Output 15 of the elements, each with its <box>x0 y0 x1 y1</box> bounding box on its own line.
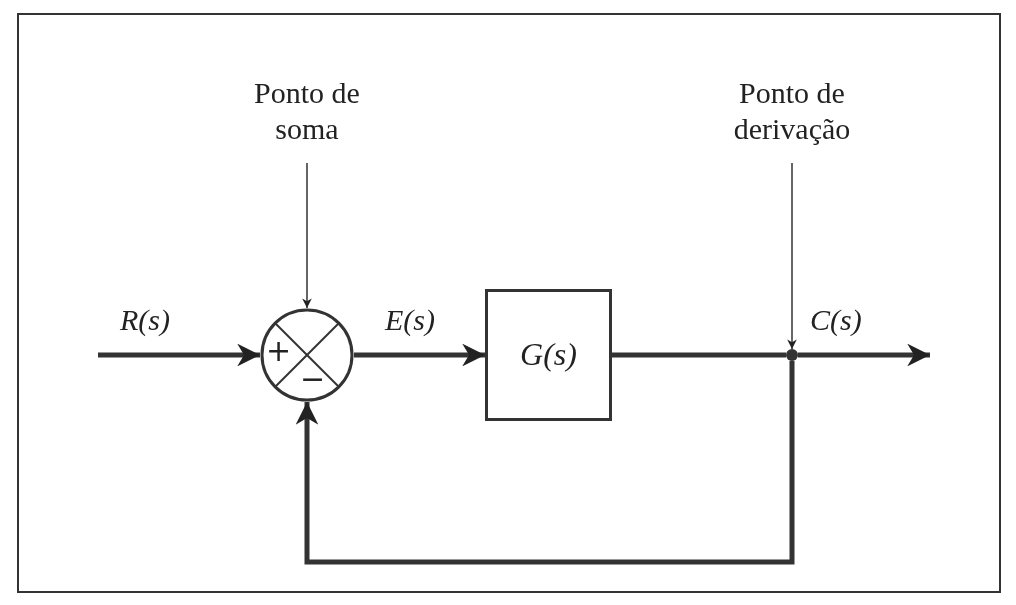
sign-symbol: + <box>266 336 292 366</box>
leader-line <box>787 162 797 350</box>
signal-line <box>612 352 786 358</box>
transfer-function-block <box>485 289 612 421</box>
callout-text: Ponto de derivação <box>687 75 897 155</box>
summing-junction <box>260 308 354 402</box>
callout-text: Ponto de soma <box>232 75 382 155</box>
sign-symbol: − <box>300 364 326 394</box>
signal-arrow <box>98 343 260 367</box>
leader-line <box>302 162 312 309</box>
branch-point <box>786 349 798 361</box>
block-label: G(s) <box>519 336 578 373</box>
signal-arrow <box>295 361 795 565</box>
signal-arrow <box>354 343 485 367</box>
signal-arrow <box>798 343 930 367</box>
